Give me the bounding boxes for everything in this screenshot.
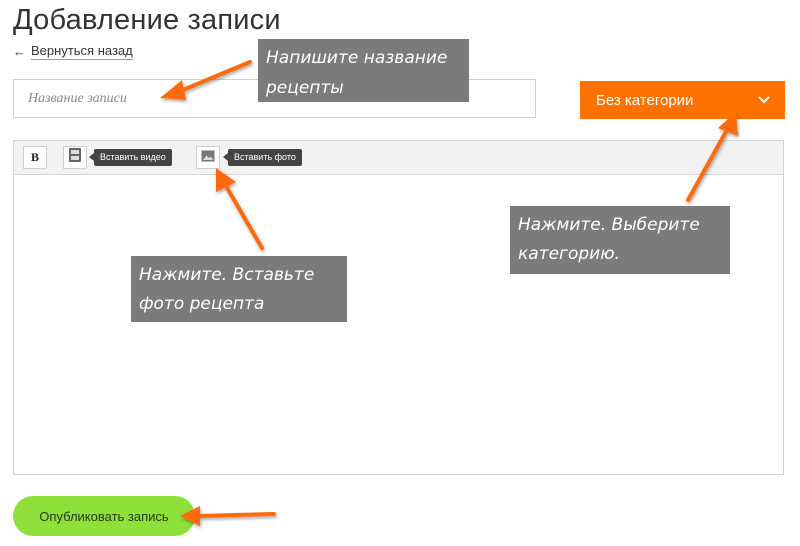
callout-title-line1: Напишите название: [266, 48, 448, 68]
insert-video-tooltip: Вставить видео: [89, 149, 172, 166]
image-icon: [201, 149, 215, 167]
film-icon: [68, 147, 82, 168]
insert-photo-tooltip: Вставить фото: [223, 149, 302, 166]
page-title: Добавление записи: [13, 4, 281, 36]
callout-category-line1: Нажмите. Выберите: [518, 215, 700, 235]
callout-photo-line2: фото рецепта: [139, 294, 265, 314]
publish-button[interactable]: Опубликовать запись: [13, 496, 195, 536]
callout-photo-hint: Нажмите. Вставьте фото рецепта: [131, 256, 347, 322]
arrow-left-icon: ←: [13, 44, 26, 59]
callout-title-hint: Напишите название рецепты: [258, 39, 469, 102]
back-link-label: Вернуться назад: [31, 43, 133, 60]
chevron-down-icon: [757, 93, 771, 107]
callout-photo-line1: Нажмите. Вставьте: [139, 265, 315, 285]
back-link[interactable]: ← Вернуться назад: [13, 43, 133, 60]
bold-button[interactable]: B: [23, 146, 47, 169]
category-select[interactable]: Без категории: [580, 81, 785, 119]
editor: B Вставить видео Вставить фото: [13, 140, 784, 475]
insert-photo-button[interactable]: [196, 146, 220, 169]
insert-video-button[interactable]: [63, 146, 87, 169]
callout-category-hint: Нажмите. Выберите категорию.: [510, 206, 730, 274]
callout-title-line2: рецепты: [266, 78, 344, 98]
editor-toolbar: B Вставить видео Вставить фото: [14, 141, 783, 175]
callout-category-line2: категорию.: [518, 244, 620, 264]
category-selected-label: Без категории: [596, 91, 694, 109]
